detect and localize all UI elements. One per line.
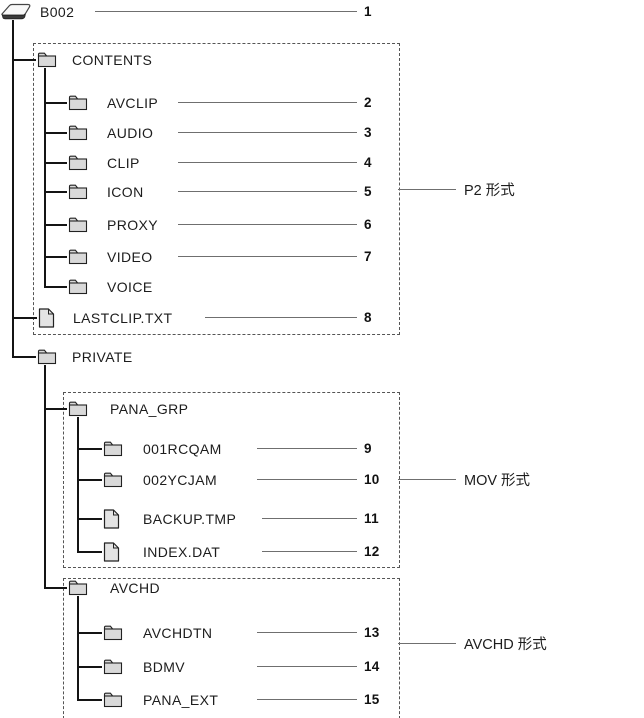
- leader-line: [257, 699, 357, 700]
- folder-icon: [68, 249, 88, 265]
- node-label-avchd: AVCHD: [110, 580, 160, 596]
- leader-line: [178, 256, 357, 257]
- folder-icon: [68, 125, 88, 141]
- leader-line: [205, 317, 357, 318]
- node-label-b002: B002: [40, 4, 75, 20]
- folder-icon: [68, 217, 88, 233]
- node-label-private: PRIVATE: [72, 349, 133, 365]
- ref-number: 6: [364, 217, 372, 232]
- node-label-clip: CLIP: [107, 155, 140, 171]
- card-drive-icon: [0, 2, 32, 22]
- node-label-bdmv: BDMV: [143, 659, 186, 675]
- format-label-text: AVCHD 形式: [464, 636, 547, 653]
- file-icon: [103, 542, 120, 562]
- leader-line: [262, 518, 357, 519]
- ref-number: 7: [364, 249, 372, 264]
- avchd-format-box: [63, 578, 400, 718]
- ref-number: 8: [364, 310, 372, 325]
- folder-icon: [103, 659, 123, 675]
- format-label-avchd: AVCHD 形式: [398, 632, 547, 654]
- node-label-002ycjam: 002YCJAM: [143, 472, 218, 488]
- leader-line: [262, 551, 357, 552]
- folder-icon: [103, 625, 123, 641]
- folder-icon: [68, 95, 88, 111]
- node-label-audio: AUDIO: [107, 125, 154, 141]
- leader-line: [178, 224, 357, 225]
- node-label-avchdtn: AVCHDTN: [143, 625, 213, 641]
- node-label-001rcqam: 001RCQAM: [143, 441, 222, 457]
- format-leader-line: [398, 478, 456, 480]
- folder-icon: [68, 155, 88, 171]
- folder-icon: [68, 184, 88, 200]
- ref-number: 10: [364, 472, 380, 487]
- folder-icon: [103, 441, 123, 457]
- folder-icon: [37, 349, 57, 365]
- node-label-backup-tmp: BACKUP.TMP: [143, 511, 237, 527]
- node-label-pana-grp: PANA_GRP: [110, 401, 189, 417]
- folder-icon: [68, 401, 88, 417]
- leader-line: [257, 479, 357, 480]
- ref-number: 14: [364, 659, 380, 674]
- node-label-video: VIDEO: [107, 249, 153, 265]
- ref-number: 12: [364, 544, 380, 559]
- folder-icon: [103, 472, 123, 488]
- ref-number: 15: [364, 692, 380, 707]
- leader-line: [95, 11, 357, 12]
- leader-line: [257, 448, 357, 449]
- leader-line: [178, 162, 357, 163]
- ref-number: 5: [364, 184, 372, 199]
- node-label-index-dat: INDEX.DAT: [143, 544, 221, 560]
- ref-number: 13: [364, 625, 380, 640]
- mov-format-box: [63, 392, 400, 568]
- leader-line: [257, 632, 357, 633]
- folder-icon: [68, 580, 88, 596]
- folder-icon: [37, 52, 57, 68]
- leader-line: [178, 191, 357, 192]
- ref-number: 11: [364, 511, 379, 526]
- ref-number: 4: [364, 155, 372, 170]
- format-leader-line: [398, 642, 456, 644]
- file-icon: [38, 308, 55, 328]
- format-label-text: P2 形式: [464, 182, 515, 199]
- ref-number: 3: [364, 125, 372, 140]
- format-label-mov: MOV 形式: [398, 468, 530, 490]
- node-label-avclip: AVCLIP: [107, 95, 159, 111]
- node-label-proxy: PROXY: [107, 217, 159, 233]
- folder-icon: [103, 692, 123, 708]
- leader-line: [178, 102, 357, 103]
- node-label-voice: VOICE: [107, 279, 153, 295]
- node-label-lastclip: LASTCLIP.TXT: [73, 310, 173, 326]
- leader-line: [257, 666, 357, 667]
- format-leader-line: [398, 188, 456, 190]
- ref-number: 9: [364, 441, 372, 456]
- file-icon: [103, 509, 120, 529]
- format-label-text: MOV 形式: [464, 472, 531, 489]
- ref-number: 2: [364, 95, 372, 110]
- format-label-p2: P2 形式: [398, 178, 515, 200]
- ref-number: 1: [364, 4, 372, 19]
- node-label-icon: ICON: [107, 184, 144, 200]
- node-label-pana-ext: PANA_EXT: [143, 692, 219, 708]
- node-label-contents: CONTENTS: [72, 52, 153, 68]
- folder-icon: [68, 279, 88, 295]
- leader-line: [178, 132, 357, 133]
